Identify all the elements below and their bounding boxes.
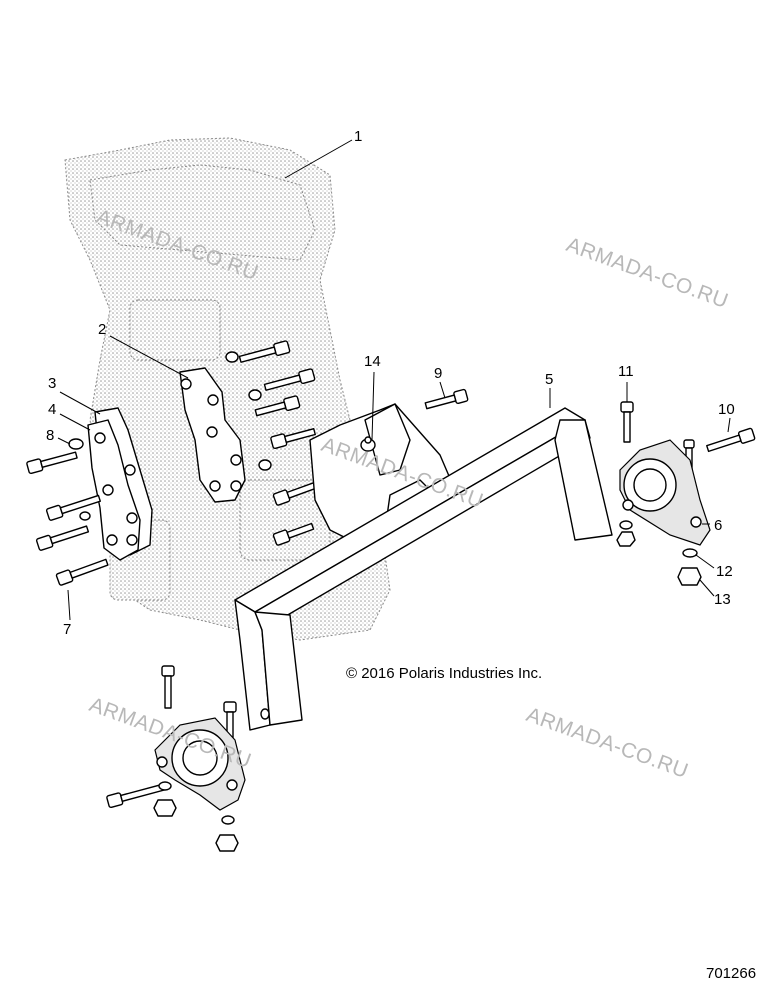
bolt-9 (424, 388, 469, 410)
callout-3: 3 (48, 375, 56, 392)
copyright-text: © 2016 Polaris Industries Inc. (346, 665, 542, 682)
washer-nut-right (616, 520, 636, 547)
engine-mount-plate-2 (179, 367, 246, 503)
leader-lines (57, 139, 731, 621)
callout-13: 13 (714, 591, 731, 608)
callout-6: 6 (714, 517, 722, 534)
watermark-5: ARMADA-CO.RU (523, 703, 691, 783)
callouts: 1 2 3 4 5 6 7 8 9 10 11 12 13 14 (46, 128, 735, 638)
callout-2: 2 (98, 321, 106, 338)
callout-10: 10 (718, 401, 735, 418)
callout-4: 4 (48, 401, 56, 418)
callout-11: 11 (618, 363, 634, 380)
bolt-10 (706, 427, 756, 453)
document-number: 701266 (706, 965, 756, 982)
callout-14: 14 (364, 353, 381, 370)
nut-13 (677, 567, 702, 586)
bolts-center (225, 340, 317, 546)
engine-mount-lower (106, 665, 246, 852)
callout-5: 5 (545, 371, 553, 388)
bolts-left (26, 438, 109, 586)
engine-mount-6 (619, 439, 711, 546)
watermark-2: ARMADA-CO.RU (563, 233, 731, 313)
bolt-11 (620, 401, 634, 443)
engine-mount-plate-3-4 (87, 407, 153, 561)
callout-7: 7 (63, 621, 71, 638)
callout-8: 8 (46, 427, 54, 444)
washer-12 (682, 548, 698, 558)
bracket-14 (309, 403, 456, 546)
crossmember-5 (234, 407, 613, 731)
callout-9: 9 (434, 365, 442, 382)
callout-12: 12 (716, 563, 733, 580)
callout-1: 1 (354, 128, 362, 145)
